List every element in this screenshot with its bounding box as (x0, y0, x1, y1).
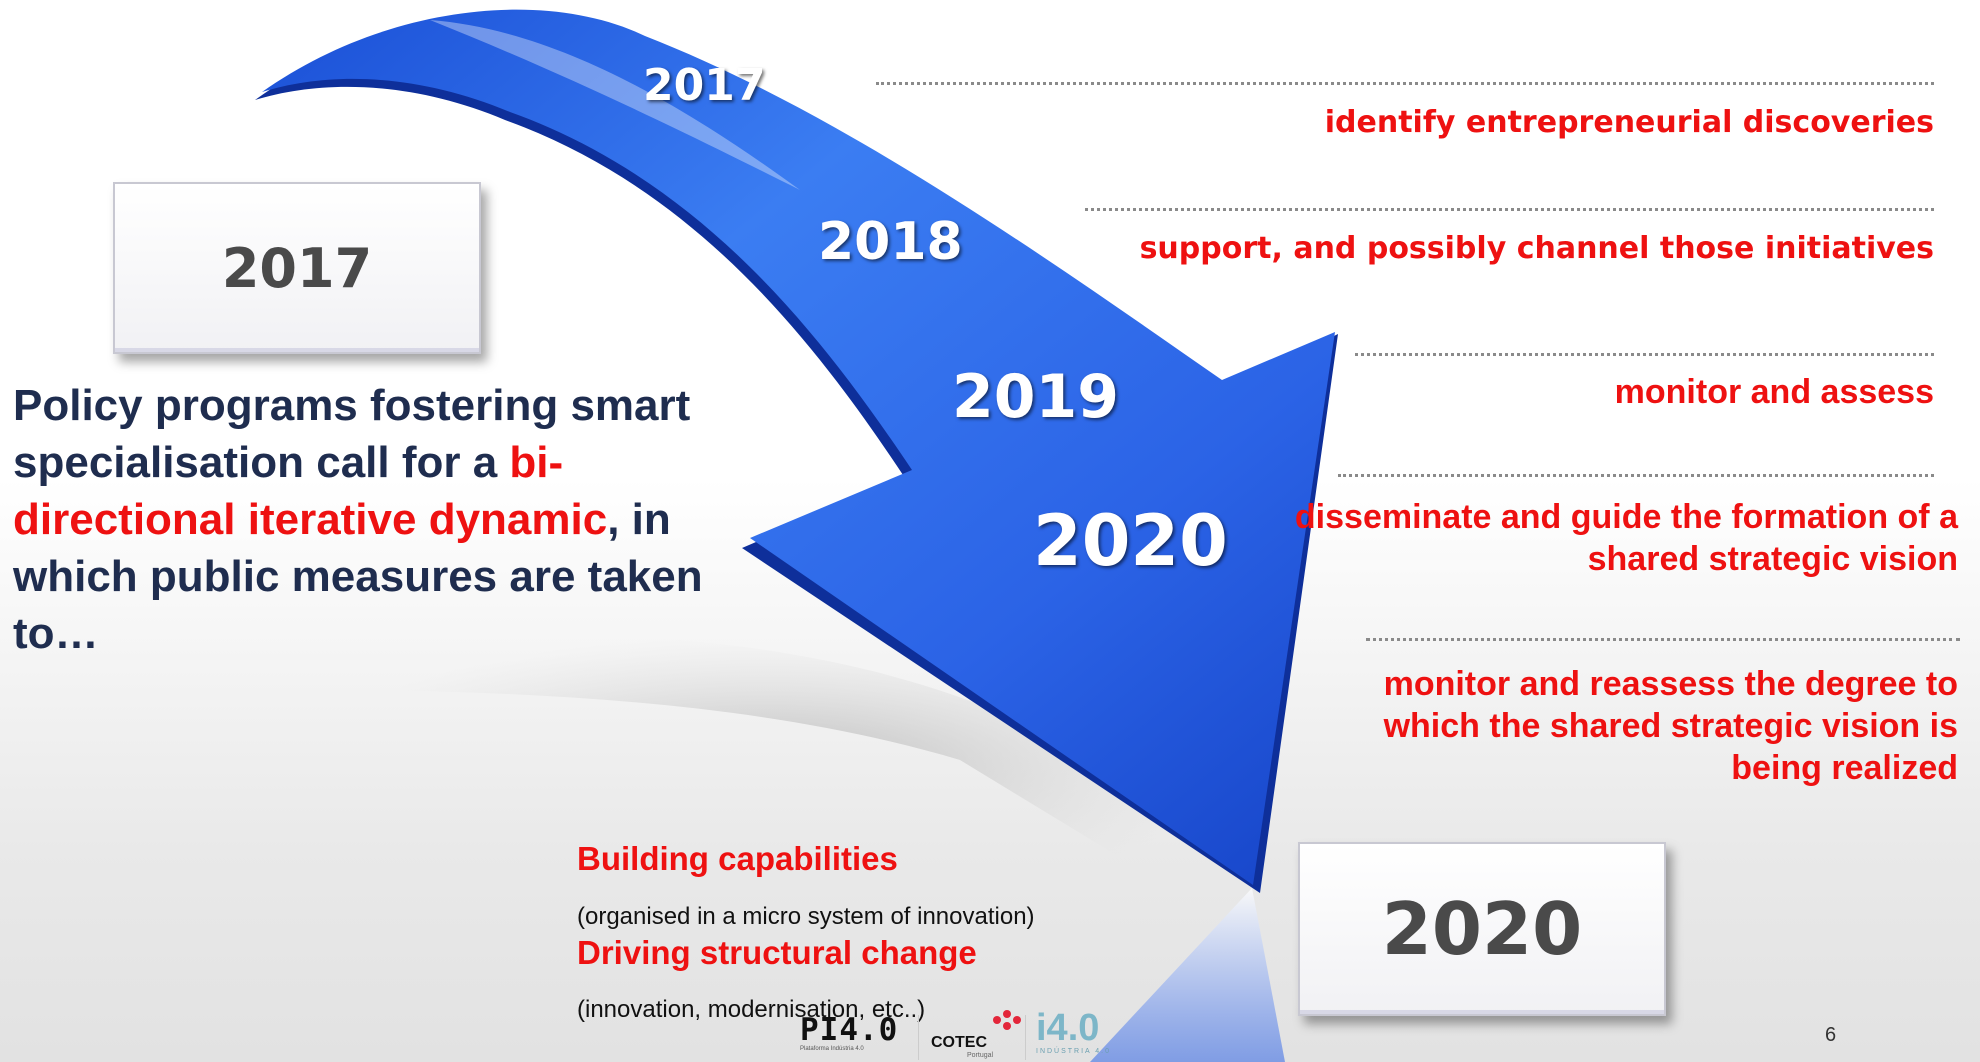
light-beam (1090, 888, 1285, 1062)
cotec-logo-subtext: Portugal (967, 1052, 994, 1059)
separator-line-2 (1085, 208, 1934, 211)
logo-divider (1025, 1015, 1026, 1060)
i40-logo-text: i4.0 (1036, 1007, 1100, 1049)
pi40-logo-text: PI4.0 (800, 1012, 899, 1048)
action-monitor-assess: monitor and assess (1614, 373, 1934, 411)
year-box-2020: 2020 (1298, 842, 1666, 1016)
year-box-label: 2020 (1381, 887, 1583, 971)
separator-line-3 (1355, 353, 1934, 356)
intro-highlight: bi- directional iterative dynamic (13, 438, 608, 544)
intro-paragraph: Policy programs fostering smart speciali… (13, 377, 713, 662)
pi40-logo-subtext: Plataforma Indústria 4.0 (800, 1046, 864, 1052)
intro-text-2: , in which public measures are taken to… (13, 495, 703, 658)
arrow-shadow (300, 634, 1230, 900)
arrow-year-2017: 2017 (643, 60, 766, 111)
arrow-year-2019: 2019 (952, 362, 1119, 432)
logo-divider (918, 1015, 919, 1060)
cotec-logo: COTEC Portugal (927, 1008, 1021, 1062)
year-box-2017: 2017 (113, 182, 481, 354)
arrow-year-2020: 2020 (1033, 500, 1228, 582)
arrow-body (262, 9, 1335, 885)
page-number: 6 (1825, 1024, 1837, 1046)
i40-logo-subtext: INDÚSTRIA 4.0 (1036, 1048, 1112, 1055)
separator-line-5 (1366, 638, 1960, 641)
action-monitor-reassess: monitor and reassess the degree to which… (1383, 665, 1958, 787)
intro-text-1: Policy programs fostering smart speciali… (13, 381, 691, 487)
building-capabilities-title: Building capabilities (577, 840, 898, 877)
separator-line-1 (876, 82, 1934, 85)
building-capabilities-note: (organised in a micro system of innovati… (577, 903, 1035, 930)
separator-line-4 (1338, 474, 1934, 477)
arrow-year-2018: 2018 (818, 212, 963, 272)
pi40-logo: PI4.0 Plataforma Indústria 4.0 (800, 1015, 910, 1062)
year-box-label: 2017 (221, 236, 373, 300)
i40-logo: i4.0 INDÚSTRIA 4.0 (1036, 1008, 1146, 1062)
action-support: support, and possibly channel those init… (1139, 231, 1934, 266)
cotec-logo-text: COTEC (931, 1034, 987, 1051)
structural-change-note: (innovation, modernisation, etc..) (577, 996, 926, 1023)
action-identify: identify entrepreneurial discoveries (1324, 105, 1934, 140)
structural-change-title: Driving structural change (577, 934, 977, 971)
action-disseminate: disseminate and guide the formation of a… (1294, 498, 1958, 578)
cotec-mark-icon (993, 1010, 1021, 1030)
